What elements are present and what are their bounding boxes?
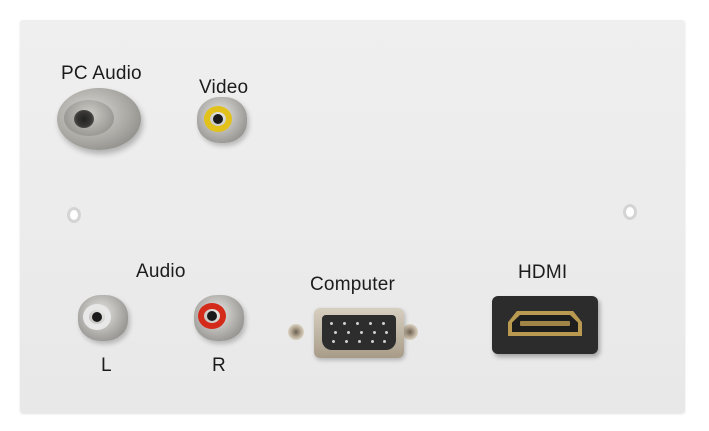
audio-left-rca-center [92,312,102,322]
audio-right-label: R [212,355,226,376]
audio-label: Audio [136,261,186,282]
video-label: Video [199,77,249,98]
audio-right-rca-ring [198,303,226,329]
video-rca-center [213,114,223,124]
right-screw-hole [623,204,637,220]
audio-left-label: L [101,355,112,376]
audio-left-rca-ring [83,304,111,330]
pc-audio-label: PC Audio [61,63,142,84]
pc-audio-socket [74,110,94,128]
hdmi-contacts [520,321,570,326]
vga-right-screw [402,324,418,340]
audio-right-rca-center [207,311,217,321]
hdmi-body [492,296,598,354]
video-rca-ring [204,106,232,132]
left-screw-hole [67,207,81,223]
hdmi-label: HDMI [518,262,568,283]
vga-pin-field [322,315,396,350]
vga-left-screw [288,324,304,340]
computer-label: Computer [310,274,396,295]
vga-shell [314,308,404,358]
